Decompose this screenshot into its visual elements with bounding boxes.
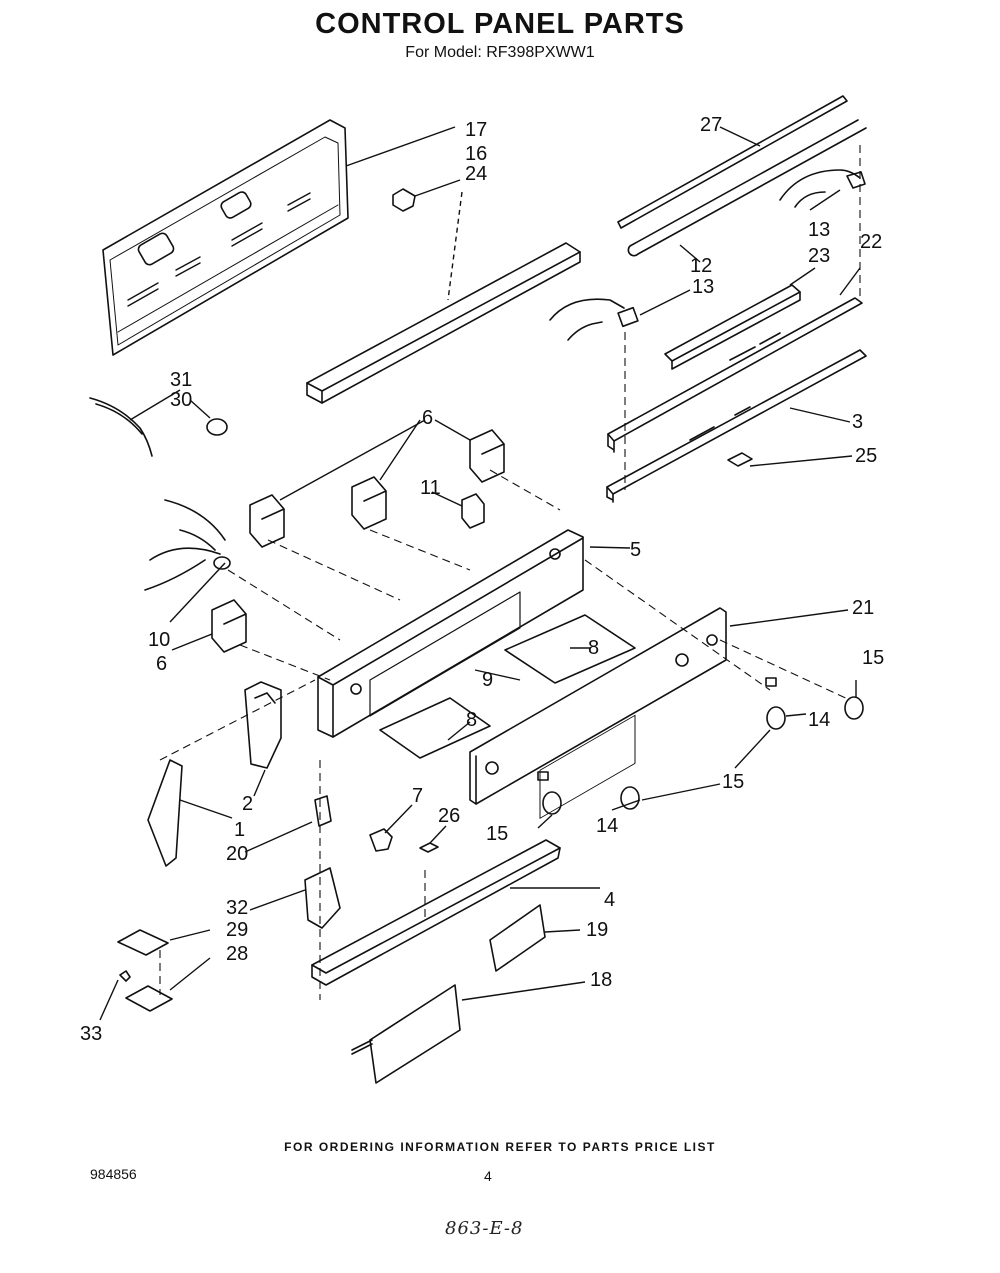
callout-27: 27	[700, 114, 722, 136]
callout-13-lower: 13	[692, 276, 714, 298]
callout-29: 29	[226, 919, 248, 941]
callout-15-left: 15	[486, 823, 508, 845]
part-rail-3	[606, 349, 867, 503]
callout-8-left: 8	[466, 709, 477, 731]
callout-15-middle: 15	[722, 771, 744, 793]
part-rail-22	[607, 297, 863, 453]
callout-32: 32	[226, 897, 248, 919]
callout-11: 11	[420, 477, 441, 499]
callout-14-middle: 14	[596, 815, 618, 837]
part-32	[304, 867, 341, 929]
model-line: For Model: RF398PXWW1	[405, 44, 595, 61]
callout-4: 4	[604, 889, 615, 911]
part-11	[461, 493, 485, 529]
part-board-19	[489, 904, 546, 972]
callout-20: 20	[226, 843, 248, 865]
callout-2: 2	[242, 793, 253, 815]
part-board-9	[504, 614, 636, 684]
part-keypad-18	[369, 984, 461, 1084]
part-switch-6	[211, 429, 505, 653]
callout-6-top: 6	[422, 407, 433, 429]
callout-33: 33	[80, 1023, 102, 1045]
part-channel-24	[306, 242, 581, 404]
document-number: 984856	[90, 1166, 137, 1182]
part-trim-27	[617, 95, 867, 257]
callout-1: 1	[234, 819, 245, 841]
part-trim-4	[311, 839, 561, 986]
callout-22: 22	[860, 231, 882, 253]
callout-13-upper: 13	[808, 219, 830, 241]
callout-7: 7	[412, 785, 423, 807]
page-number: 4	[484, 1168, 492, 1184]
wire-harness-10	[144, 499, 226, 591]
callout-18: 18	[590, 969, 612, 991]
callout-17: 17	[465, 119, 487, 141]
callout-19: 19	[586, 919, 608, 941]
part-knob-30	[206, 418, 228, 436]
handwritten-note: 863-E-8	[445, 1218, 524, 1239]
callout-12: 12	[690, 255, 712, 277]
callout-28: 28	[226, 943, 248, 965]
part-rear-panel	[102, 119, 349, 356]
callout-26: 26	[438, 805, 460, 827]
callout-14-right: 14	[808, 709, 830, 731]
callout-31: 31	[170, 369, 192, 391]
callout-10: 10	[148, 629, 170, 651]
part-front-panel-21	[469, 607, 727, 819]
callout-8-right: 8	[588, 637, 599, 659]
ordering-info-note: FOR ORDERING INFORMATION REFER TO PARTS …	[284, 1140, 716, 1154]
part-bracket-23	[664, 284, 801, 370]
callout-3: 3	[852, 411, 863, 433]
callout-25: 25	[855, 445, 877, 467]
callout-5: 5	[630, 539, 641, 561]
part-board-8	[379, 697, 491, 759]
callout-23: 23	[808, 245, 830, 267]
callout-6-left: 6	[156, 653, 167, 675]
callout-21: 21	[852, 597, 874, 619]
part-28	[125, 985, 173, 1012]
callout-9: 9	[482, 669, 493, 691]
callout-24: 24	[465, 163, 487, 185]
part-panel-frame-5	[317, 529, 584, 738]
part-7	[369, 828, 393, 852]
callout-15-right: 15	[862, 647, 884, 669]
part-29	[117, 929, 169, 956]
wire-harness-31	[89, 397, 153, 457]
part-1	[147, 759, 183, 867]
part-2	[244, 681, 282, 769]
page-title: CONTROL PANEL PARTS	[315, 8, 685, 40]
callout-16: 16	[465, 143, 487, 165]
part-clip-16	[392, 188, 416, 212]
callout-30: 30	[170, 389, 192, 411]
